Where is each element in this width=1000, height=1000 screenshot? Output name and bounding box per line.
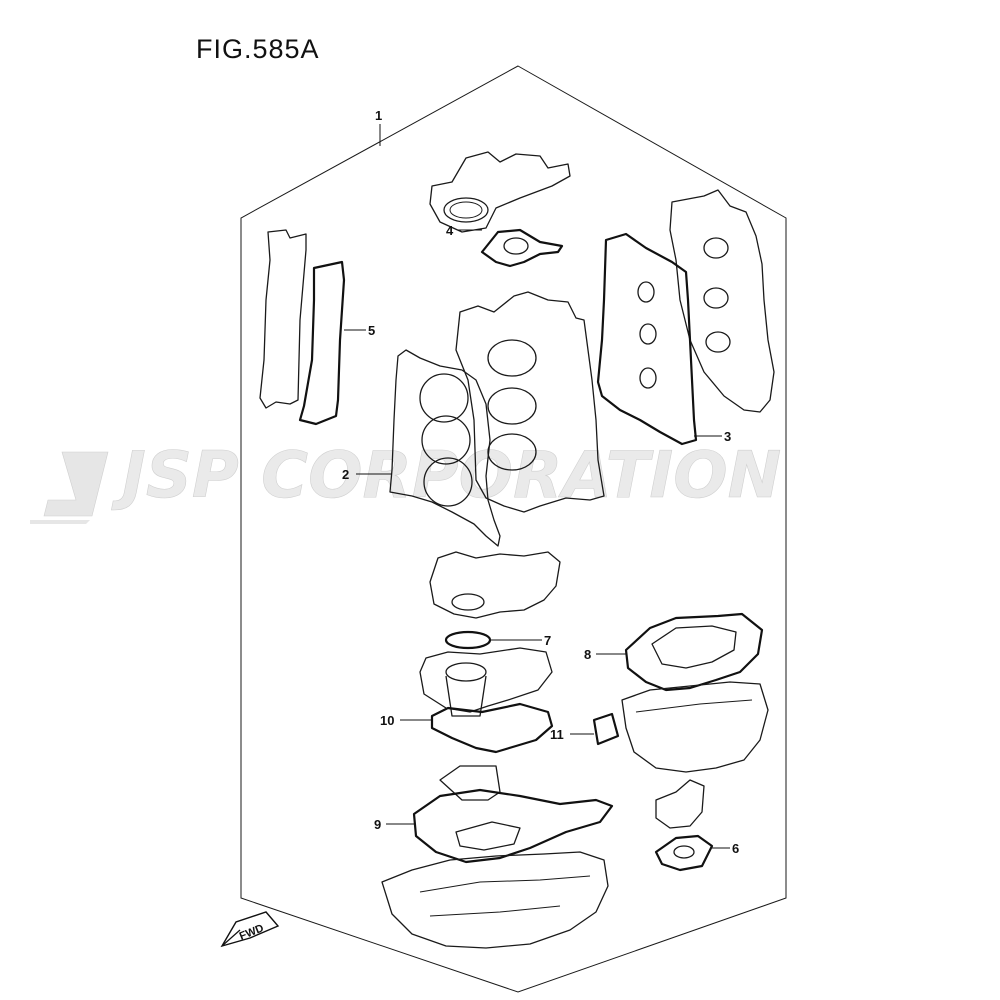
watermark-text: JSP CORPORATION — [111, 439, 781, 513]
watermark-logo-icon — [30, 451, 109, 524]
part-2-head-gasket — [389, 349, 501, 547]
callout-6: 6 — [732, 841, 739, 856]
callout-7: 7 — [544, 633, 551, 648]
callout-3: 3 — [724, 429, 731, 444]
kit-boundary-frame — [240, 65, 787, 993]
watermark: JSP CORPORATION — [30, 439, 781, 524]
callouts: 1 2 3 4 5 6 7 8 9 10 11 — [342, 108, 739, 856]
figure-title: FIG.585A — [196, 34, 320, 64]
exhaust-housing — [419, 647, 553, 717]
upper-cover — [429, 151, 571, 233]
part-7-o-ring — [444, 630, 492, 650]
valve-cover — [669, 189, 775, 413]
part-8-oil-pan-gasket — [624, 612, 764, 692]
fwd-direction-marker: FWD — [220, 911, 280, 948]
callout-11: 11 — [550, 727, 564, 742]
part-5-manifold-gasket — [259, 229, 346, 426]
part-3-valve-cover-gasket — [596, 232, 698, 446]
lower-housing — [381, 851, 609, 949]
part-9-lower-gasket — [412, 765, 614, 864]
part-4-gasket — [480, 228, 564, 268]
callout-8: 8 — [584, 647, 591, 662]
callout-1: 1 — [375, 108, 382, 123]
part-10-gasket — [430, 702, 554, 754]
callout-4: 4 — [446, 223, 454, 238]
middle-housing — [429, 551, 561, 619]
cylinder-block — [455, 291, 605, 513]
callout-5: 5 — [368, 323, 375, 338]
oil-pan — [621, 681, 769, 773]
callout-9: 9 — [374, 817, 381, 832]
part-11-gasket — [592, 712, 620, 746]
callout-2: 2 — [342, 467, 349, 482]
part-6-gasket — [654, 779, 714, 872]
callout-10: 10 — [380, 713, 394, 728]
